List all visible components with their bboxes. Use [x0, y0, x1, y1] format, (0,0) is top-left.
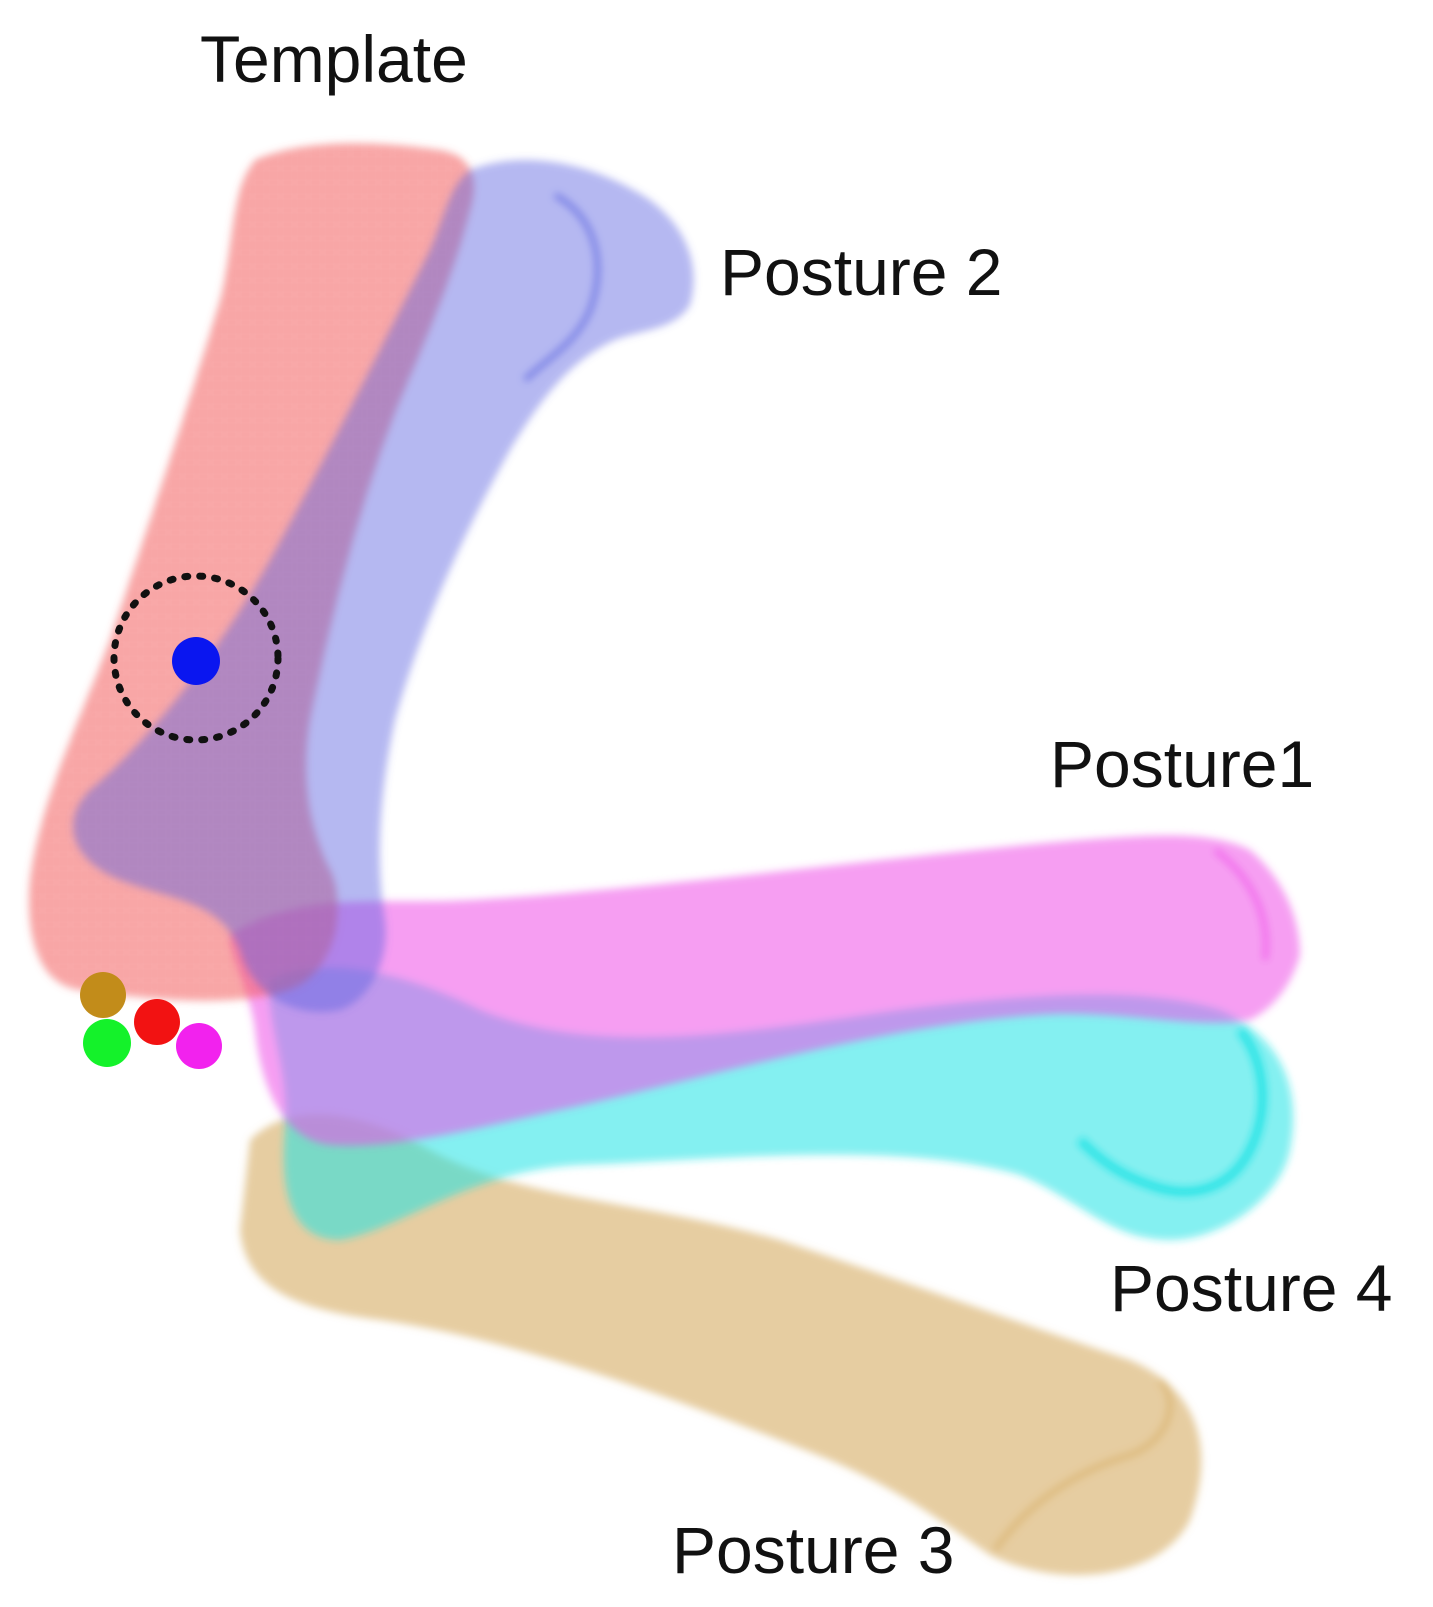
brown-marker	[80, 972, 126, 1018]
magenta-marker	[176, 1023, 222, 1069]
posture3-bone	[240, 1114, 1202, 1576]
posture1-bone	[230, 835, 1300, 1146]
posture1-bone-shape	[230, 835, 1300, 1146]
label-posture1: Posture1	[1050, 727, 1314, 801]
posture2-bone-shape	[73, 160, 694, 1012]
label-posture3: Posture 3	[672, 1513, 955, 1587]
label-template: Template	[200, 22, 468, 96]
posture3-bone-shape	[240, 1114, 1202, 1576]
label-posture2: Posture 2	[720, 235, 1003, 309]
posture3-bone-outline	[992, 1377, 1173, 1552]
posture1-bone-outline	[1213, 847, 1269, 961]
red-marker	[134, 999, 180, 1045]
posture2-bone	[73, 160, 694, 1012]
blue-marker	[172, 637, 220, 685]
highlight-ring	[110, 572, 282, 744]
green-marker	[83, 1019, 131, 1067]
label-posture4: Posture 4	[1110, 1251, 1393, 1325]
posture2-bone-outline	[522, 192, 601, 383]
posture4-bone-outline	[1076, 1027, 1267, 1196]
